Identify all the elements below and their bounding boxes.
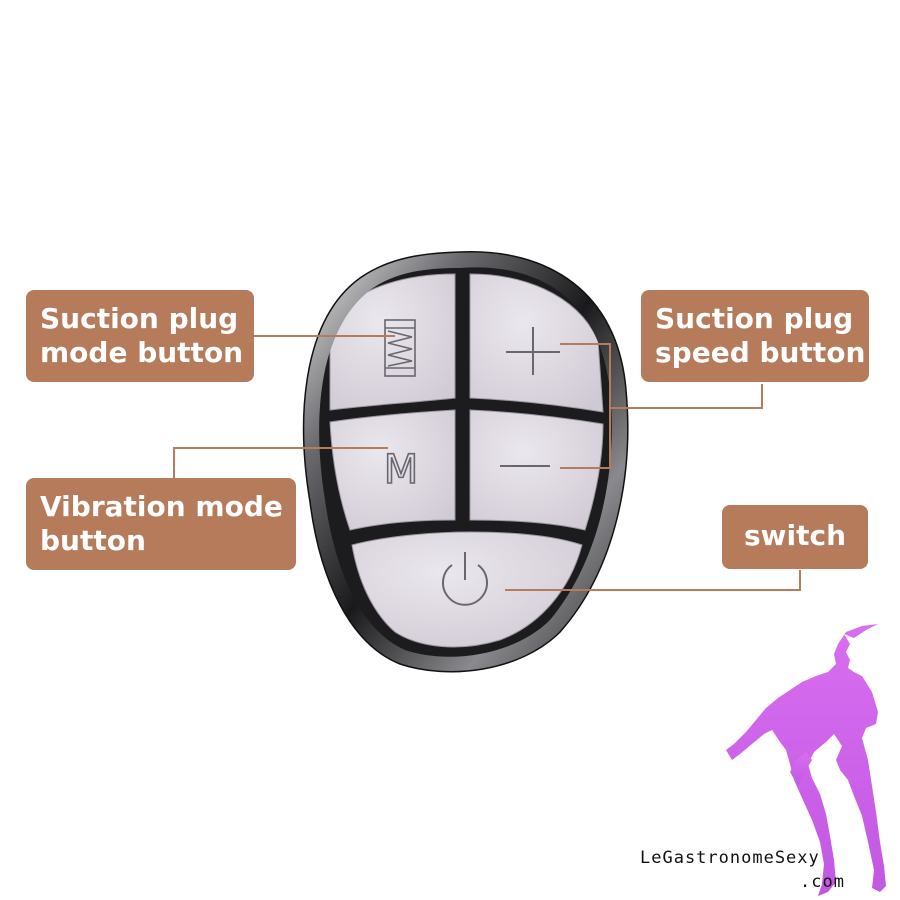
watermark-figure-logo (726, 624, 886, 896)
label-switch: switch (722, 505, 868, 569)
vibration-mode-button[interactable] (329, 409, 456, 531)
speed-up-button[interactable] (469, 273, 604, 413)
label-line: Vibration mode (40, 490, 283, 523)
watermark-name: LeGastronomeSexy (640, 848, 820, 868)
speed-down-button[interactable] (469, 409, 604, 531)
power-button[interactable] (351, 531, 583, 648)
label-line: switch (743, 519, 847, 552)
plus-icon (506, 327, 560, 375)
m-letter-icon: M (383, 446, 419, 494)
watermark-domain: .com (800, 872, 845, 892)
mode-glyph: M (384, 447, 419, 493)
label-suction-plug-mode-button: Suction plug mode button (26, 290, 254, 382)
label-line: speed button (655, 336, 866, 369)
zigzag-spring-icon (384, 319, 416, 377)
watermark: LeGastronomeSexy .com (640, 620, 900, 900)
power-icon (442, 552, 488, 606)
label-line: Suction plug (655, 302, 854, 335)
label-line: button (40, 524, 146, 557)
label-line: mode button (40, 336, 244, 369)
label-suction-plug-speed-button: Suction plug speed button (641, 290, 869, 382)
label-vibration-mode-button: Vibration mode button (26, 478, 296, 570)
label-line: Suction plug (40, 302, 239, 335)
